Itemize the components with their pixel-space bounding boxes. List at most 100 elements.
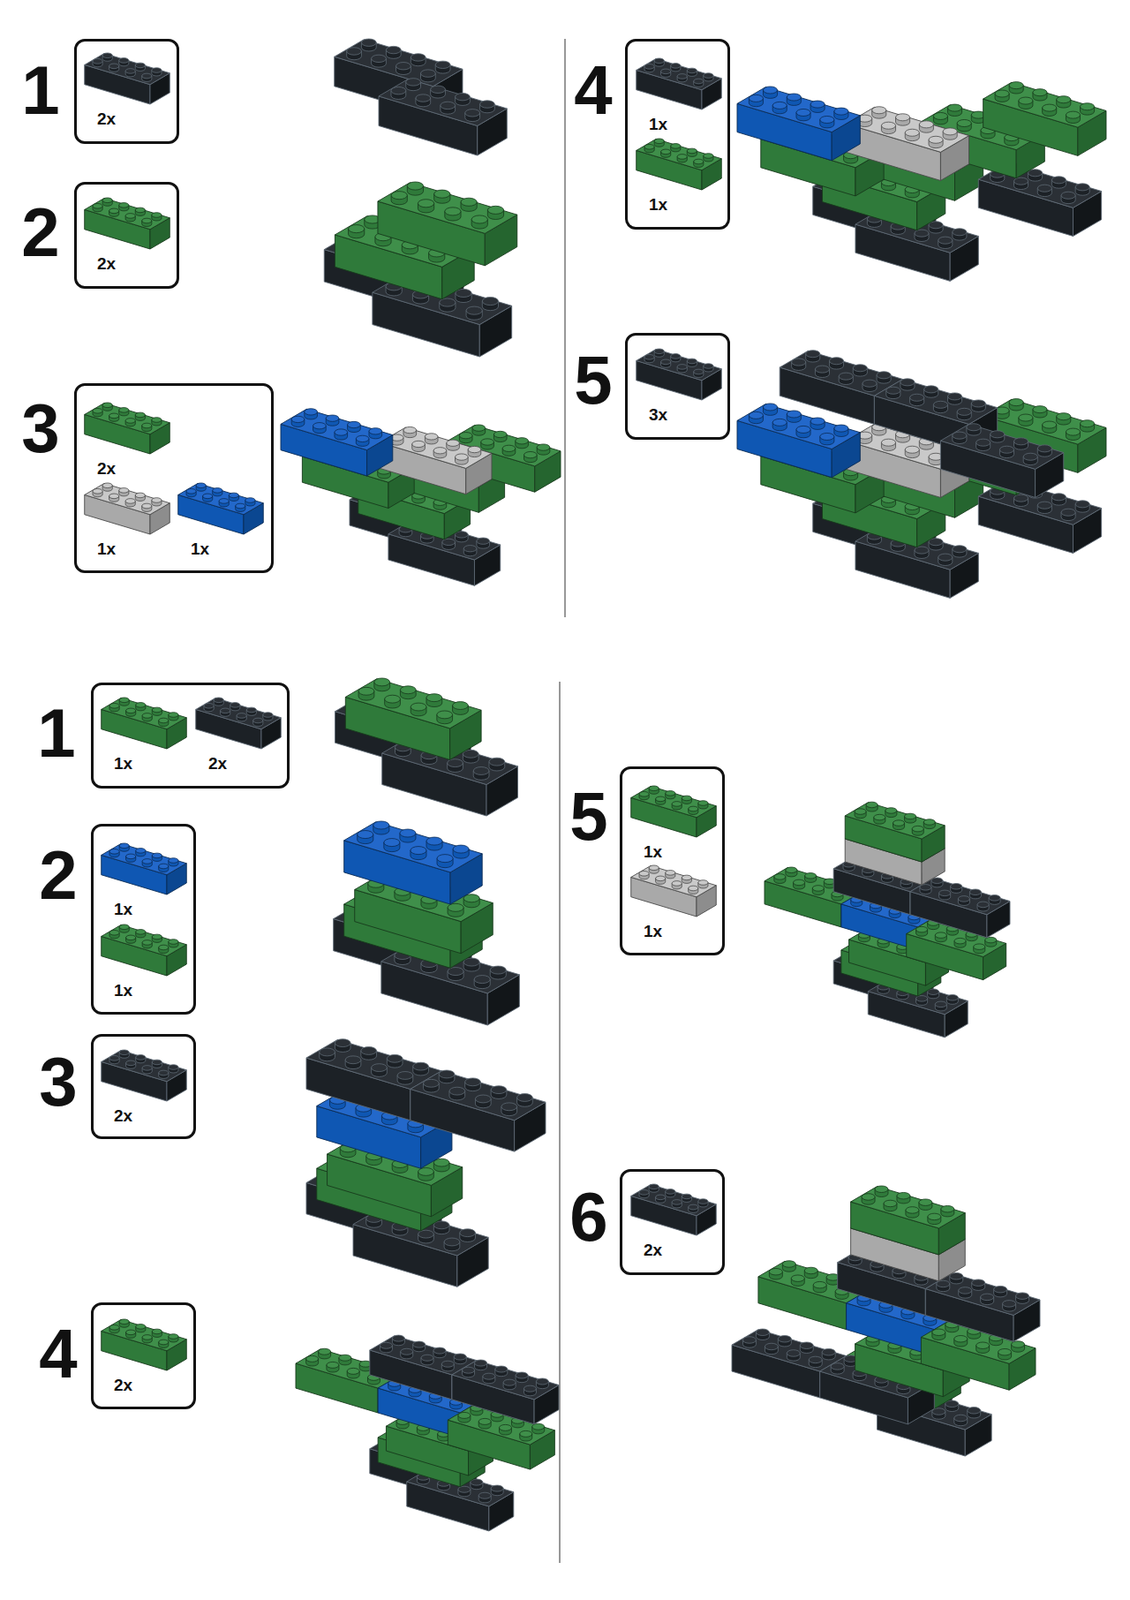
brick-stud-top	[916, 926, 928, 933]
brick-stud-top	[686, 148, 697, 154]
brick-top	[636, 58, 723, 90]
brick-stud-top	[334, 429, 348, 436]
brick-stud-top	[977, 901, 989, 908]
brick-stud-top	[135, 929, 146, 935]
brick-stud-top	[446, 439, 460, 446]
brick-stud-top	[487, 205, 504, 214]
brick-stud-top	[410, 53, 426, 61]
brick-stud-top	[102, 52, 113, 59]
brick-stud-top	[820, 432, 835, 440]
brick-stud-top	[814, 365, 829, 373]
brick-stud-top	[151, 934, 162, 940]
brick-stud-top	[119, 407, 129, 414]
brick-stud-top	[126, 1329, 136, 1335]
brick-stud-top	[873, 813, 886, 821]
brick-stud-top	[980, 1293, 995, 1300]
brick-stud-top	[919, 1198, 933, 1206]
brick-stud-top	[919, 120, 934, 129]
brick-stud-top	[810, 100, 825, 108]
brick-stud-top	[1075, 183, 1090, 191]
brick-stud-top	[881, 121, 896, 129]
brick-stud-top	[956, 119, 972, 127]
brick-top	[84, 402, 171, 434]
parts-box: 1x1x	[625, 38, 731, 230]
brick-front	[306, 1057, 411, 1121]
brick-stud-top	[158, 1339, 169, 1345]
brick-stud-top	[910, 393, 925, 401]
brick-stud-top	[447, 759, 464, 768]
brick-front	[940, 440, 1035, 498]
brick-stud-top	[748, 94, 763, 102]
brick-stud-top	[142, 422, 152, 429]
brick-front	[758, 1276, 847, 1330]
brick-stud-top	[861, 1193, 875, 1200]
brick-top	[983, 82, 1107, 128]
brick-stud-top	[235, 503, 246, 509]
brick-stud-top	[670, 354, 681, 360]
brick-stud-top	[796, 108, 811, 116]
brick-stud-top	[158, 863, 169, 869]
brick-stud-top	[490, 1484, 504, 1492]
brick-top	[631, 785, 717, 817]
brick-stud-top	[954, 1414, 968, 1421]
brick-stud-top	[391, 1334, 405, 1341]
brick-stud-top	[742, 1336, 756, 1343]
brick-stud-top	[785, 866, 798, 874]
brick-stud-top	[142, 73, 152, 79]
parts-box: 1x1x	[90, 823, 196, 1015]
brick-front	[779, 367, 874, 424]
brick-stud-top	[430, 85, 446, 93]
brick-stud-top	[998, 1348, 1012, 1355]
brick-stud-top	[168, 939, 179, 945]
brick-stud-top	[406, 78, 422, 86]
brick-top	[334, 39, 463, 87]
brick-stud-top	[665, 791, 676, 797]
brick-stud-top	[681, 1193, 692, 1199]
brick-stud-top	[644, 354, 655, 360]
brick-stud-top	[883, 1199, 897, 1206]
brick-stud-top	[168, 1333, 179, 1340]
brick-stud-top	[218, 498, 229, 505]
brick-stud-top	[230, 702, 241, 709]
brick-top	[737, 87, 860, 133]
part-count: 1x	[648, 113, 668, 136]
brick-stud-top	[151, 707, 162, 713]
brick-front	[410, 1088, 515, 1152]
brick-top	[731, 1329, 847, 1372]
brick-front	[737, 420, 832, 477]
brick-stud-top	[245, 497, 256, 504]
part-count: 1x	[190, 538, 210, 560]
part-count: 1x	[643, 841, 663, 863]
brick-stud-top	[665, 1189, 676, 1195]
brick-top	[345, 678, 482, 729]
brick-stud-top	[374, 678, 391, 686]
brick-stud-top	[236, 713, 247, 719]
brick-stud-top	[313, 422, 327, 430]
brick-stud-top	[661, 359, 671, 365]
brick-stud-top	[954, 1335, 968, 1342]
brick-stud-top	[686, 67, 697, 74]
brick-stud-top	[459, 1228, 476, 1237]
brick-stud-top	[421, 1354, 434, 1361]
parts-box: 2x	[74, 181, 180, 289]
brick-stud-top	[786, 93, 801, 101]
brick-stud-top	[519, 1430, 533, 1437]
brick-top	[925, 1273, 1040, 1315]
brick-stud-top	[799, 1341, 814, 1349]
brick-front	[280, 423, 368, 476]
brick-stud-top	[952, 431, 967, 439]
brick-stud-top	[142, 1065, 152, 1071]
brick-stud-top	[220, 708, 231, 714]
brick-stud-top	[135, 702, 146, 709]
brick-stud-top	[441, 1360, 454, 1367]
brick-stud-top	[994, 90, 1010, 98]
brick-front	[636, 69, 702, 110]
brick-stud-top	[109, 702, 120, 709]
brick-stud-top	[447, 903, 464, 912]
brick-stud-top	[933, 400, 948, 408]
brick-stud-top	[403, 426, 417, 433]
brick-stud-top	[911, 825, 924, 832]
brick-stud-top	[914, 546, 929, 554]
brick-stud-top	[834, 107, 849, 115]
